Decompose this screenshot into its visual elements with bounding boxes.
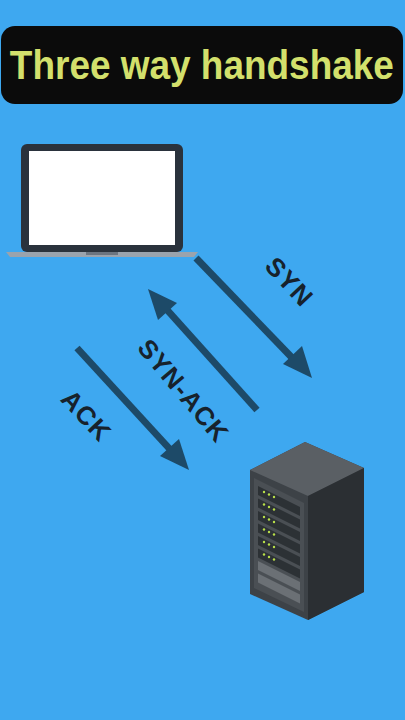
- server-icon: [250, 442, 364, 620]
- status-led: [268, 493, 270, 495]
- title-text: Three way handshake: [10, 43, 394, 88]
- status-led: [273, 533, 275, 535]
- status-led: [268, 543, 270, 545]
- laptop-icon: [6, 144, 198, 257]
- title-bar: Three way handshake: [1, 26, 403, 104]
- status-led: [263, 516, 265, 518]
- arrow-label: SYN: [258, 251, 319, 313]
- status-led: [273, 546, 275, 548]
- status-led: [273, 508, 275, 510]
- arrow-label: ACK: [54, 384, 117, 449]
- status-led: [263, 503, 265, 505]
- status-led: [268, 506, 270, 508]
- status-led: [263, 541, 265, 543]
- status-led: [273, 558, 275, 560]
- status-led: [268, 518, 270, 520]
- status-led: [263, 491, 265, 493]
- arrow-head: [148, 289, 177, 320]
- status-led: [263, 553, 265, 555]
- status-led: [273, 496, 275, 498]
- status-led: [273, 521, 275, 523]
- status-led: [268, 531, 270, 533]
- status-led: [263, 528, 265, 530]
- rack-slot: [258, 574, 300, 604]
- arrow-head: [283, 346, 312, 378]
- arrow-head: [160, 439, 189, 470]
- status-led: [268, 556, 270, 558]
- arrow-label: SYN-ACK: [131, 333, 235, 449]
